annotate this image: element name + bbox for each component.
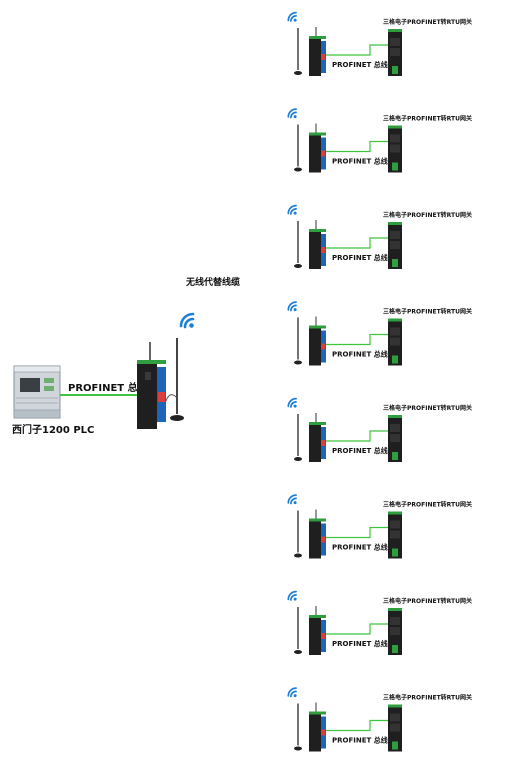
gateway-label: 三格电子PROFINET转RTU网关 xyxy=(383,211,472,219)
profinet-link xyxy=(326,623,390,635)
wifi-icon xyxy=(287,301,298,312)
node-bus-label: PROFINET 总线 xyxy=(332,253,388,262)
wifi-icon xyxy=(287,397,298,409)
remote-node: PROFINET 总线 三格电子PROFINET转RTU网关 xyxy=(287,687,472,752)
gateway-label: 三格电子PROFINET转RTU网关 xyxy=(383,18,472,26)
wifi-icon xyxy=(287,108,298,119)
main-wireless-gateway xyxy=(137,342,166,429)
wifi-icon xyxy=(287,204,298,216)
main-antenna xyxy=(165,338,184,421)
rtu-gateway xyxy=(388,511,402,559)
antenna xyxy=(294,414,302,461)
wireless-gateway xyxy=(309,509,326,559)
wifi-icon xyxy=(287,11,298,23)
remote-node: PROFINET 总线 三格电子PROFINET转RTU网关 xyxy=(287,397,472,462)
wireless-gateway xyxy=(309,123,326,173)
main-bus-label: PROFINET 总线 xyxy=(68,381,148,394)
wireless-gateway xyxy=(309,702,326,752)
antenna xyxy=(294,221,302,268)
main-wifi-icon xyxy=(179,312,196,330)
gateway-label: 三格电子PROFINET转RTU网关 xyxy=(383,694,472,702)
antenna xyxy=(294,607,302,654)
rtu-gateway xyxy=(388,29,402,76)
gateway-label: 三格电子PROFINET转RTU网关 xyxy=(383,597,472,605)
rtu-gateway xyxy=(388,125,402,173)
node-bus-label: PROFINET 总线 xyxy=(332,350,388,359)
antenna xyxy=(294,510,302,558)
antenna xyxy=(294,703,302,751)
wireless-gateway xyxy=(309,606,326,655)
antenna xyxy=(294,317,302,365)
wireless-label: 无线代替线缆 xyxy=(185,276,240,288)
rtu-gateway xyxy=(388,608,402,655)
profinet-link xyxy=(326,526,390,539)
gateway-label: 三格电子PROFINET转RTU网关 xyxy=(383,115,472,123)
gateway-label: 三格电子PROFINET转RTU网关 xyxy=(383,501,472,509)
wireless-gateway xyxy=(309,413,326,462)
rtu-gateway xyxy=(388,222,402,269)
plc-device xyxy=(13,365,61,419)
antenna xyxy=(294,28,302,75)
profinet-link xyxy=(326,140,390,153)
wireless-gateway xyxy=(309,27,326,76)
rtu-gateway xyxy=(388,704,402,752)
node-bus-label: PROFINET 总线 xyxy=(332,157,388,166)
remote-node: PROFINET 总线 三格电子PROFINET转RTU网关 xyxy=(287,204,472,269)
plc-label: 西门子1200 PLC xyxy=(12,423,94,436)
remote-node: PROFINET 总线 三格电子PROFINET转RTU网关 xyxy=(287,301,472,366)
rtu-gateway xyxy=(388,318,402,366)
remote-node: PROFINET 总线 三格电子PROFINET转RTU网关 xyxy=(287,11,472,76)
wifi-icon xyxy=(287,590,298,602)
rtu-gateway xyxy=(388,415,402,462)
node-bus-label: PROFINET 总线 xyxy=(332,60,388,69)
antenna xyxy=(294,124,302,172)
node-bus-label: PROFINET 总线 xyxy=(332,639,388,648)
gateway-label: 三格电子PROFINET转RTU网关 xyxy=(383,404,472,412)
profinet-link xyxy=(326,430,390,442)
profinet-link xyxy=(326,237,390,249)
wireless-gateway xyxy=(309,220,326,269)
wifi-icon xyxy=(287,687,298,698)
gateway-label: 三格电子PROFINET转RTU网关 xyxy=(383,308,472,316)
wifi-icon xyxy=(287,494,298,505)
remote-node: PROFINET 总线 三格电子PROFINET转RTU网关 xyxy=(287,590,472,655)
profinet-link xyxy=(326,719,390,732)
remote-node: PROFINET 总线 三格电子PROFINET转RTU网关 xyxy=(287,494,472,559)
profinet-link xyxy=(326,44,390,56)
remote-node: PROFINET 总线 三格电子PROFINET转RTU网关 xyxy=(287,108,472,173)
node-bus-label: PROFINET 总线 xyxy=(332,736,388,745)
node-bus-label: PROFINET 总线 xyxy=(332,543,388,552)
wireless-gateway xyxy=(309,316,326,366)
profinet-link xyxy=(326,333,390,346)
node-bus-label: PROFINET 总线 xyxy=(332,446,388,455)
